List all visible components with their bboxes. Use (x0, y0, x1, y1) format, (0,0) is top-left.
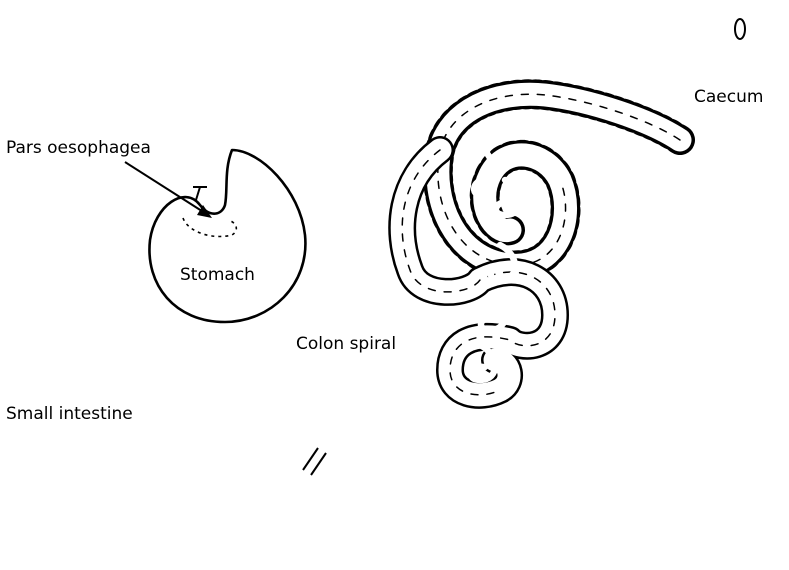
label-small-intestine: Small intestine (6, 404, 133, 424)
colon-spiral (402, 94, 680, 395)
label-caecum: Caecum (694, 87, 763, 107)
label-pars-oesophagea: Pars oesophagea (6, 138, 151, 158)
label-colon-spiral: Colon spiral (296, 334, 396, 354)
label-stomach: Stomach (180, 265, 255, 285)
